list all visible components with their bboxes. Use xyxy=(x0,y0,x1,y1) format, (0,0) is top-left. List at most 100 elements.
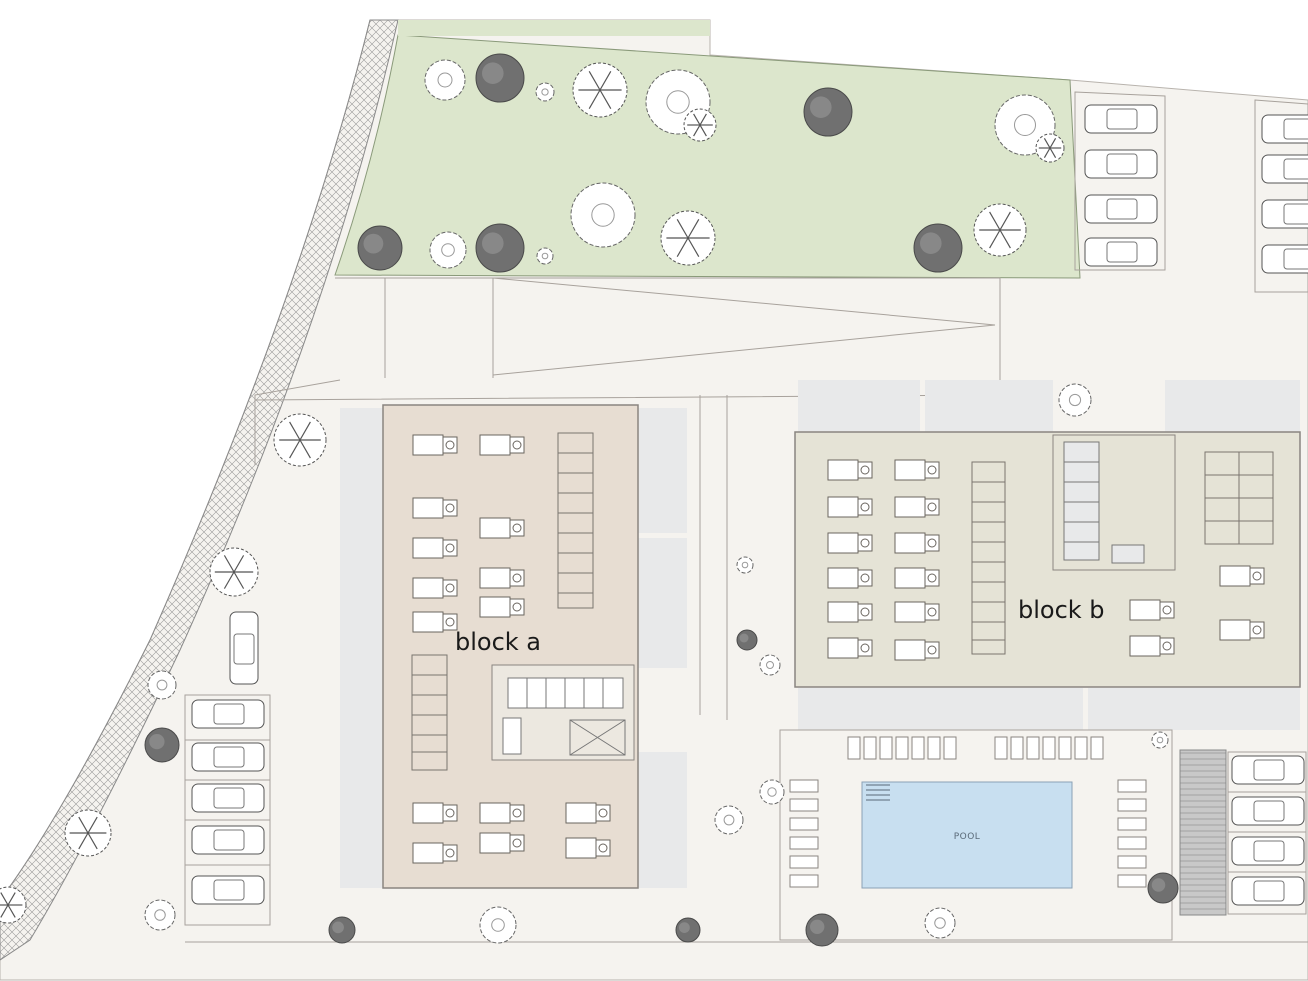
sun-lounger-icon xyxy=(895,736,909,760)
sun-lounger-icon xyxy=(789,874,819,888)
car-icon xyxy=(1231,755,1305,785)
bed-icon xyxy=(412,611,458,633)
bed-icon xyxy=(479,802,525,824)
sun-lounger-icon xyxy=(1010,736,1024,760)
sun-lounger-icon xyxy=(927,736,941,760)
pool xyxy=(861,781,1073,889)
tree-icon xyxy=(759,779,785,805)
sun-lounger-icon xyxy=(1117,798,1147,812)
sun-lounger-icon xyxy=(789,779,819,793)
car-icon xyxy=(1084,104,1158,134)
pool-stairs-icon xyxy=(866,784,890,801)
tree-icon xyxy=(660,210,716,266)
pool-label: POOL xyxy=(954,832,981,842)
car-icon xyxy=(1084,237,1158,267)
tree-icon xyxy=(570,182,636,248)
parking-lower-right xyxy=(1227,751,1307,915)
sun-lounger-icon xyxy=(1117,836,1147,850)
bed-icon xyxy=(827,637,873,659)
sun-loungers xyxy=(789,736,1147,888)
bed-icon xyxy=(1219,619,1265,641)
sun-lounger-icon xyxy=(1117,779,1147,793)
bed-icon xyxy=(827,601,873,623)
tree-icon xyxy=(973,203,1027,257)
bed-icon xyxy=(894,532,940,554)
bed-icon xyxy=(894,639,940,661)
tree-icon xyxy=(924,907,956,939)
bed-icon xyxy=(412,802,458,824)
tree-icon xyxy=(803,87,853,137)
bed-icon xyxy=(412,497,458,519)
tree-icon xyxy=(536,247,554,265)
lawn-strip xyxy=(398,20,710,36)
bed-icon xyxy=(412,842,458,864)
bed-icon xyxy=(894,601,940,623)
sun-lounger-icon xyxy=(1074,736,1088,760)
tree-icon xyxy=(64,809,112,857)
perimeter-wall xyxy=(0,19,399,961)
car-icon xyxy=(191,825,265,855)
tree-icon xyxy=(209,547,259,597)
car-icon xyxy=(1084,149,1158,179)
car-icon xyxy=(1261,199,1308,229)
tree-icon xyxy=(535,82,555,102)
bed-icon xyxy=(894,496,940,518)
tree-icon xyxy=(144,727,180,763)
bed-icon xyxy=(827,459,873,481)
pool-area: POOL xyxy=(779,729,1173,941)
sun-lounger-icon xyxy=(1058,736,1072,760)
bed-icon xyxy=(479,832,525,854)
tree-icon xyxy=(429,231,467,269)
sun-lounger-icon xyxy=(943,736,957,760)
bed-icon xyxy=(1129,599,1175,621)
car-icon xyxy=(1231,876,1305,906)
block-a-label: block a xyxy=(455,628,541,656)
cars xyxy=(191,104,1308,906)
sun-lounger-icon xyxy=(789,798,819,812)
bed-icon xyxy=(1129,635,1175,657)
tree-icon xyxy=(147,670,177,700)
bed-icon xyxy=(894,459,940,481)
beds xyxy=(412,434,1265,864)
tree-icon xyxy=(714,805,744,835)
car-icon xyxy=(191,742,265,772)
tree-icon xyxy=(479,906,517,944)
tree-icon xyxy=(357,225,403,271)
driveway xyxy=(254,277,1001,720)
block-b-label: block b xyxy=(1018,596,1105,624)
tree-icon xyxy=(572,62,628,118)
bed-icon xyxy=(412,537,458,559)
car-icon xyxy=(229,611,259,685)
sun-lounger-icon xyxy=(789,855,819,869)
bed-icon xyxy=(1219,565,1265,587)
sun-lounger-icon xyxy=(1026,736,1040,760)
car-icon xyxy=(1261,244,1308,274)
tree-icon xyxy=(913,223,963,273)
tree-icon xyxy=(273,413,327,467)
bed-icon xyxy=(827,496,873,518)
tree-icon xyxy=(424,59,466,101)
sun-lounger-icon xyxy=(1042,736,1056,760)
lawn xyxy=(334,34,1081,279)
bed-icon xyxy=(412,434,458,456)
bed-icon xyxy=(479,596,525,618)
tree-icon xyxy=(328,916,356,944)
sun-lounger-icon xyxy=(911,736,925,760)
bed-icon xyxy=(565,802,611,824)
car-icon xyxy=(1261,154,1308,184)
sun-lounger-icon xyxy=(789,817,819,831)
deck xyxy=(1179,749,1227,916)
bed-icon xyxy=(479,434,525,456)
sun-lounger-icon xyxy=(1117,817,1147,831)
car-icon xyxy=(1084,194,1158,224)
tree-icon xyxy=(759,654,781,676)
sun-lounger-icon xyxy=(863,736,877,760)
parking-lower-left xyxy=(184,694,271,926)
tree-icon xyxy=(144,899,176,931)
bed-icon xyxy=(479,567,525,589)
sun-lounger-icon xyxy=(847,736,861,760)
tree-icon xyxy=(475,53,525,103)
car-icon xyxy=(191,783,265,813)
tree-icon xyxy=(683,108,717,142)
